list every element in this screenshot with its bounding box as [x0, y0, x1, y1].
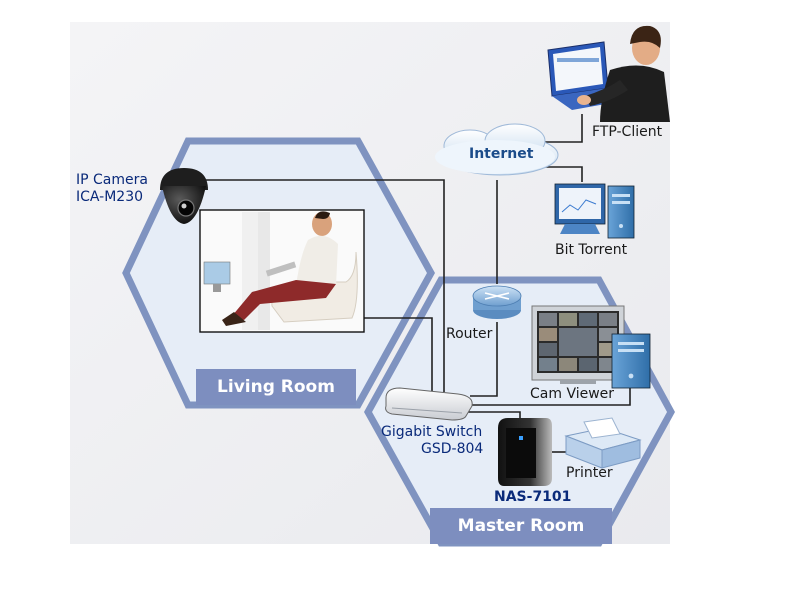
living-room-title: Living Room	[217, 377, 335, 397]
wire-router-to-switch	[470, 322, 498, 397]
master-room-banner	[430, 508, 612, 544]
wire-switch-to-camviewer	[472, 387, 631, 406]
gigabit-switch-model-label: GSD-804	[421, 441, 484, 457]
wire-internet-to-ftp	[530, 114, 583, 143]
router-icon	[472, 285, 522, 319]
nas-icon	[498, 418, 552, 486]
wire-photo-to-switch	[364, 317, 433, 392]
wire-switch-to-nas	[466, 411, 521, 420]
printer-badge: P	[597, 425, 606, 439]
ftp-client-person-icon	[547, 25, 670, 122]
bit-torrent-pc-icon	[554, 183, 635, 239]
gigabit-switch-icon	[385, 387, 473, 421]
cam-viewer-icon	[531, 305, 651, 389]
nas-label: NAS-7101	[494, 489, 572, 505]
ip-camera-label: IP Camera	[76, 172, 148, 188]
router-label: Router	[446, 326, 493, 342]
ftp-client-label: FTP-Client	[592, 124, 663, 140]
wire-camera-to-switch	[206, 179, 445, 392]
gigabit-switch-label: Gigabit Switch	[381, 424, 483, 440]
master-room-title: Master Room	[457, 516, 585, 536]
ip-camera-icon	[160, 168, 208, 224]
ip-camera-model-label: ICA-M230	[76, 189, 144, 205]
bit-torrent-label: Bit Torrent	[555, 242, 628, 258]
living-room-banner	[196, 369, 356, 405]
internet-label: Internet	[469, 146, 534, 162]
internet-cloud-icon	[435, 123, 559, 176]
printer-label: Printer	[566, 465, 613, 481]
living-room-photo	[199, 209, 365, 333]
printer-icon	[564, 417, 642, 469]
cam-viewer-label: Cam Viewer	[530, 386, 615, 402]
